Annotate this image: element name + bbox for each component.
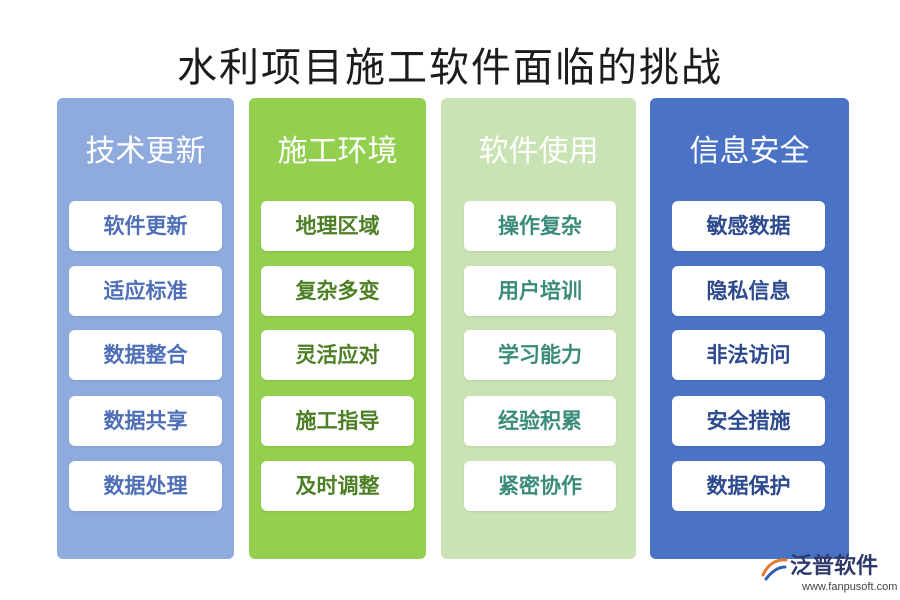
column-software-use: 软件使用 操作复杂 用户培训 学习能力 经验积累 紧密协作: [441, 98, 636, 559]
item-card[interactable]: 非法访问: [672, 330, 825, 380]
watermark-name: 泛普软件: [790, 554, 879, 579]
item-card[interactable]: 学习能力: [464, 330, 616, 380]
item-card[interactable]: 用户培训: [464, 266, 616, 316]
column-title: 软件使用: [478, 134, 599, 169]
column-title: 施工环境: [277, 134, 398, 169]
item-card[interactable]: 及时调整: [261, 461, 414, 511]
item-card[interactable]: 灵活应对: [261, 330, 414, 380]
item-card[interactable]: 安全措施: [672, 396, 825, 446]
item-card[interactable]: 隐私信息: [672, 266, 825, 316]
page-title: 水利项目施工软件面临的挑战: [177, 45, 723, 91]
item-card[interactable]: 紧密协作: [464, 461, 616, 511]
item-card[interactable]: 敏感数据: [672, 201, 825, 251]
item-card[interactable]: 软件更新: [69, 201, 222, 251]
item-card[interactable]: 地理区域: [261, 201, 414, 251]
item-card[interactable]: 操作复杂: [464, 201, 616, 251]
item-card[interactable]: 经验积累: [464, 396, 616, 446]
column-info-security: 信息安全 敏感数据 隐私信息 非法访问 安全措施 数据保护: [650, 98, 849, 559]
watermark-url: www.fanpusoft.com: [802, 581, 898, 593]
item-card[interactable]: 适应标准: [69, 266, 222, 316]
item-card[interactable]: 数据共享: [69, 396, 222, 446]
item-card[interactable]: 数据处理: [69, 461, 222, 511]
fanpu-logo-icon: [760, 555, 788, 581]
column-title: 技术更新: [85, 134, 206, 169]
item-card[interactable]: 数据整合: [69, 330, 222, 380]
item-card[interactable]: 复杂多变: [261, 266, 414, 316]
item-card[interactable]: 数据保护: [672, 461, 825, 511]
column-title: 信息安全: [689, 134, 810, 169]
item-card[interactable]: 施工指导: [261, 396, 414, 446]
column-construction-env: 施工环境 地理区域 复杂多变 灵活应对 施工指导 及时调整: [249, 98, 426, 559]
watermark-logo: 泛普软件 www.fanpusoft.com: [760, 553, 897, 595]
column-tech-update: 技术更新 软件更新 适应标准 数据整合 数据共享 数据处理: [57, 98, 234, 559]
